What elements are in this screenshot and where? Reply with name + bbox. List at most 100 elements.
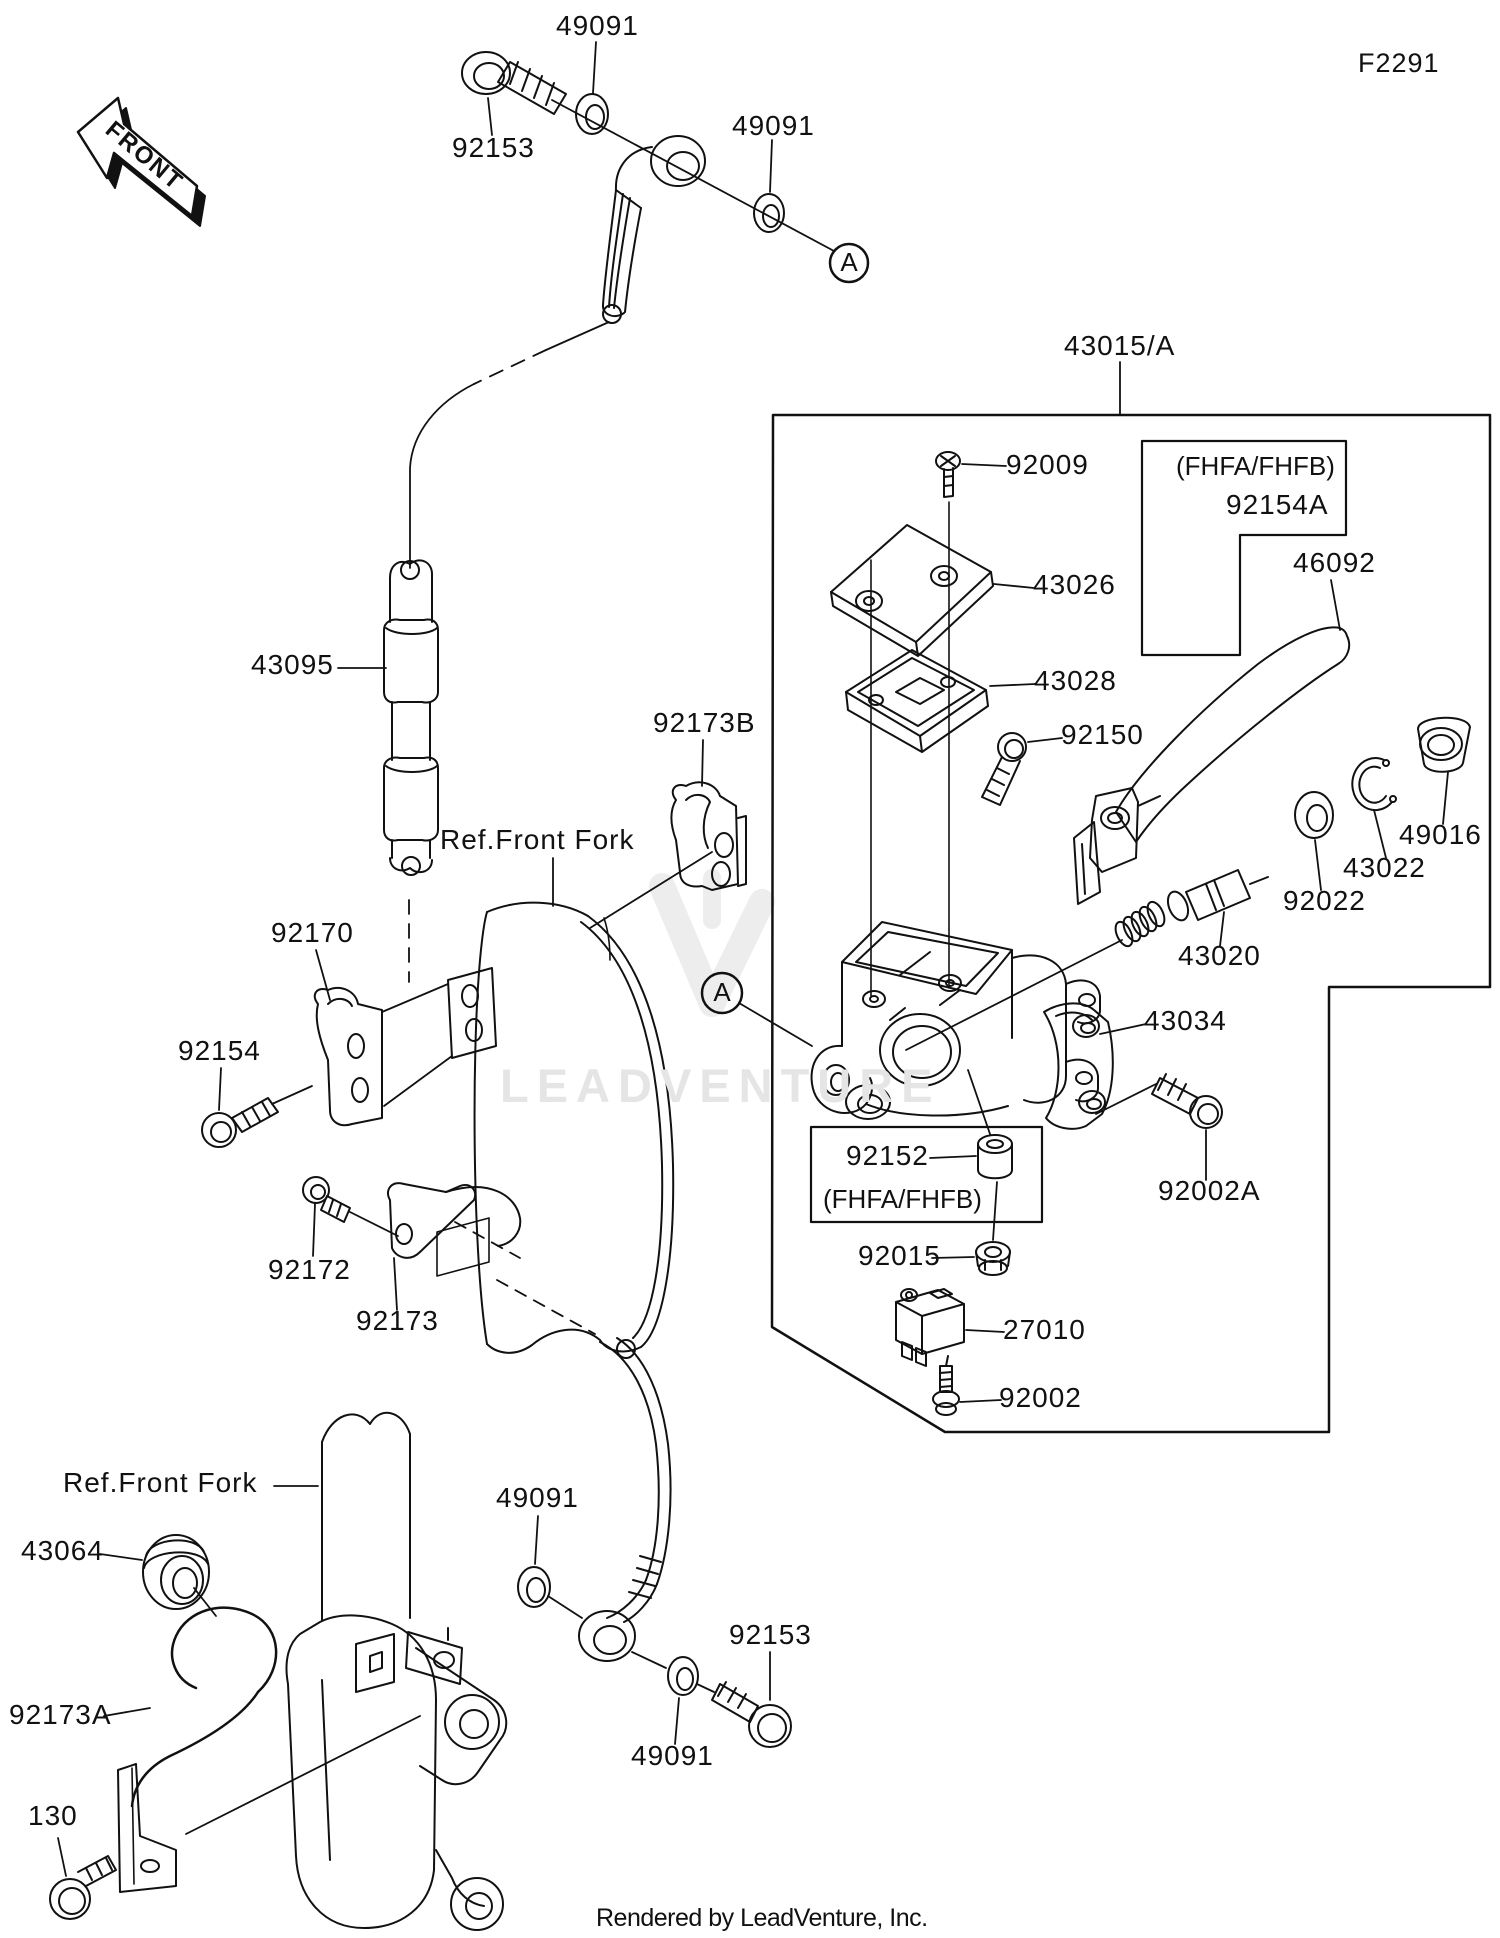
- front-fork-lower: [287, 1413, 507, 1930]
- grommet-43064: [143, 1535, 209, 1609]
- master-cylinder-body: [812, 922, 1100, 1119]
- brake-hose-upper: [603, 136, 705, 323]
- banjo-bolt-bottom: [712, 1682, 791, 1747]
- part-label-49091-b1: 49091: [496, 1482, 579, 1513]
- washer-bottom-2: [668, 1657, 698, 1695]
- leader-92022: [1315, 840, 1321, 890]
- part-label-49016: 49016: [1399, 819, 1482, 850]
- variant-note-1: (FHFA/FHFB): [1176, 451, 1335, 481]
- leader-92009: [962, 464, 1006, 466]
- piston-set-43020: [1112, 870, 1268, 949]
- part-label-49091-b2: 49091: [631, 1740, 714, 1771]
- washer-top-1: [576, 94, 608, 134]
- piston-diagonal: [906, 940, 1122, 1050]
- bushing-92152: [978, 1135, 1012, 1178]
- ref-label-front-fork-2: Ref.Front Fork: [63, 1467, 258, 1498]
- screw-92002: [933, 1356, 959, 1415]
- part-label-92002: 92002: [999, 1382, 1082, 1413]
- leader-43020: [1220, 912, 1224, 946]
- clamp-bracket-92170: [315, 988, 382, 1125]
- banjo-bolt-top: [462, 52, 566, 114]
- hose-guide-92173A: [118, 1608, 276, 1892]
- part-label-92153-b: 92153: [729, 1619, 812, 1650]
- part-label-46092: 46092: [1293, 547, 1376, 578]
- part-label-43064: 43064: [21, 1535, 104, 1566]
- leader-92173A: [104, 1708, 150, 1716]
- leader-43064: [100, 1554, 142, 1560]
- leader-92152: [930, 1156, 976, 1158]
- fork-protector: [437, 903, 673, 1353]
- assembly-box: [772, 362, 1490, 1432]
- hose-route-line: [410, 322, 609, 568]
- variant-box: [1142, 441, 1346, 655]
- part-label-92009: 92009: [1006, 449, 1089, 480]
- part-label-43015A: 43015/A: [1064, 330, 1176, 361]
- part-label-92150: 92150: [1061, 719, 1144, 750]
- leader-43026: [994, 584, 1034, 588]
- view-marker-circle-top: [830, 244, 868, 282]
- part-label-92022: 92022: [1283, 885, 1366, 916]
- guide-diagonal: [186, 1716, 420, 1834]
- leader-43028: [990, 684, 1035, 686]
- part-label-43026: 43026: [1033, 569, 1116, 600]
- bolt-92150: [982, 733, 1026, 805]
- screw-92172-diagonal: [350, 1212, 398, 1236]
- watermark-logo: [662, 878, 762, 1004]
- part-label-92154A: 92154A: [1226, 489, 1329, 520]
- leader-92154: [219, 1068, 221, 1110]
- bolt-92154-diagonal: [272, 1086, 312, 1104]
- leader-46092: [1331, 580, 1340, 630]
- part-label-92152: 92152: [846, 1140, 929, 1171]
- brake-switch-27010: [896, 1289, 964, 1366]
- leader-27010: [966, 1330, 1004, 1332]
- part-label-49091-top2: 49091: [732, 110, 815, 141]
- part-label-92173: 92173: [356, 1305, 439, 1336]
- assembly-axis-line: [552, 100, 834, 251]
- page-code: F2291: [1358, 48, 1440, 78]
- diaphragm-43028: [846, 650, 988, 752]
- leader-49091-top2: [770, 140, 772, 192]
- leader-43022: [1374, 810, 1386, 858]
- washer-bottom-1: [518, 1567, 550, 1607]
- leader-92170: [316, 950, 330, 1000]
- nut-92015: [976, 1242, 1010, 1275]
- ref-label-front-fork-1: Ref.Front Fork: [440, 824, 635, 855]
- leader-92150: [1028, 738, 1062, 742]
- part-label-43020: 43020: [1178, 940, 1261, 971]
- view-marker-a-body: A: [713, 976, 731, 1007]
- bolt-92002A: [1152, 1074, 1222, 1128]
- bushing-box: [811, 1127, 1042, 1222]
- part-label-27010: 27010: [1003, 1314, 1086, 1345]
- dust-cap-49016: [1418, 718, 1470, 772]
- part-label-49091-top: 49091: [556, 10, 639, 41]
- front-arrow-icon: FRONT: [78, 98, 205, 226]
- leader-92172: [313, 1204, 315, 1256]
- part-label-43095: 43095: [251, 649, 334, 680]
- part-label-43028: 43028: [1034, 665, 1117, 696]
- part-label-92170: 92170: [271, 917, 354, 948]
- leader-92173: [394, 1258, 397, 1310]
- screw-92009: [936, 452, 960, 497]
- bracket-connect-lines: [382, 984, 452, 1106]
- footer-credit: Rendered by LeadVenture, Inc.: [596, 1904, 928, 1932]
- clamp-bracket-92173B: [672, 782, 747, 890]
- part-label-92173B: 92173B: [653, 707, 756, 738]
- bolt-130: [50, 1856, 116, 1919]
- variant-note-2: (FHFA/FHFB): [823, 1184, 982, 1214]
- washer-top-2: [754, 194, 784, 232]
- grommet-diagonal: [194, 1588, 216, 1616]
- brake-hose-43095: [384, 560, 438, 982]
- leader-43034: [1100, 1024, 1146, 1034]
- handlebar-clamp-43034: [1044, 1003, 1113, 1128]
- washer-92022: [1295, 792, 1333, 838]
- view-marker-a-top: A: [840, 246, 858, 277]
- bushing-diagonal: [968, 1070, 997, 1240]
- part-label-43034: 43034: [1144, 1005, 1227, 1036]
- reservoir-cap-43026: [831, 525, 993, 656]
- bolt-92154: [202, 1098, 278, 1147]
- assembly-stack-lines: [871, 502, 949, 996]
- leader-49091-b1: [535, 1516, 538, 1564]
- bracket-diagonal: [590, 852, 712, 928]
- screw-92172: [303, 1177, 350, 1222]
